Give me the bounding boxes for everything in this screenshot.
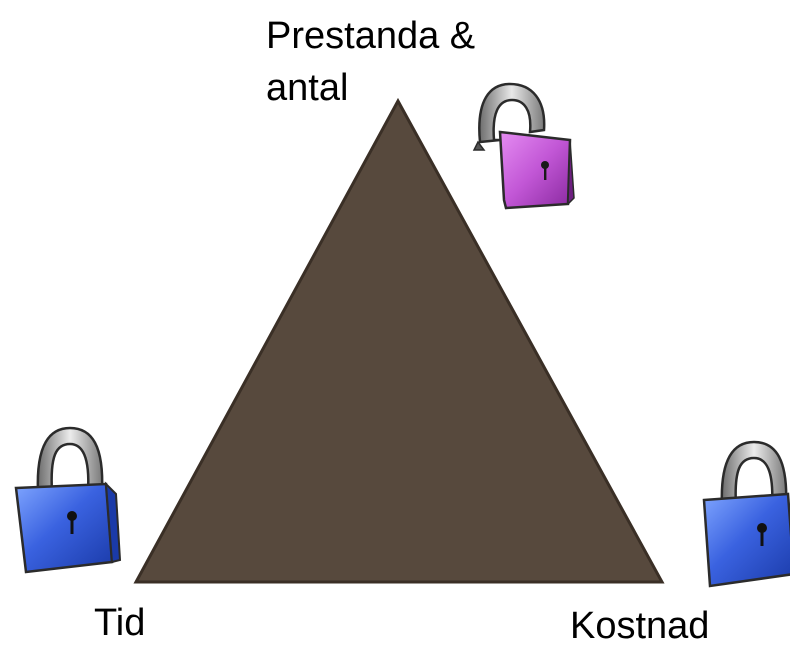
padlock-icon	[14, 426, 122, 574]
label-prestanda-antal-line2: antal	[266, 67, 349, 109]
unlocked-padlock-icon	[472, 82, 575, 210]
label-kostnad: Kostnad	[570, 605, 710, 647]
label-tid: Tid	[94, 602, 146, 644]
label-prestanda-antal-line1: Prestanda &	[266, 15, 476, 57]
triangle-shape	[133, 97, 665, 584]
padlock-icon	[702, 440, 790, 588]
